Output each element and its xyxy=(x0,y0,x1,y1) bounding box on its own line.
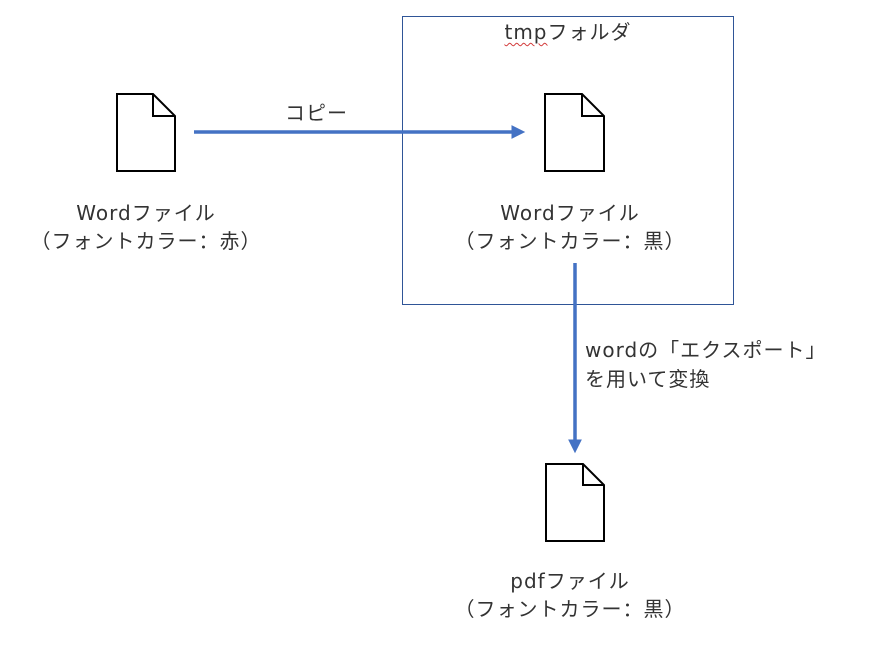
pdf-document-icon xyxy=(545,463,605,542)
tmp-folder-title: tmpフォルダ xyxy=(402,18,734,46)
tmp-word-label-line1: Wordファイル xyxy=(500,201,640,225)
source-word-label-line1: Wordファイル xyxy=(76,201,216,225)
pdf-label-line1: pdfファイル xyxy=(510,569,630,593)
source-word-label-line2: （フォントカラー：赤） xyxy=(30,229,262,253)
export-edge-label-line1: wordの「エクスポート」 xyxy=(585,338,827,362)
export-edge-label-line2: を用いて変換 xyxy=(585,367,711,391)
tmp-word-label-line2: （フォントカラー：黒） xyxy=(454,229,686,253)
folder-title-prefix: tmp xyxy=(504,20,548,44)
tmp-folder-box xyxy=(402,16,734,305)
tmp-word-document-icon xyxy=(544,93,605,172)
source-word-document-icon xyxy=(116,93,176,172)
pdf-label-line2: （フォントカラー：黒） xyxy=(454,597,686,621)
copy-edge-label: コピー xyxy=(285,101,348,125)
folder-title-suffix: フォルダ xyxy=(547,20,632,44)
